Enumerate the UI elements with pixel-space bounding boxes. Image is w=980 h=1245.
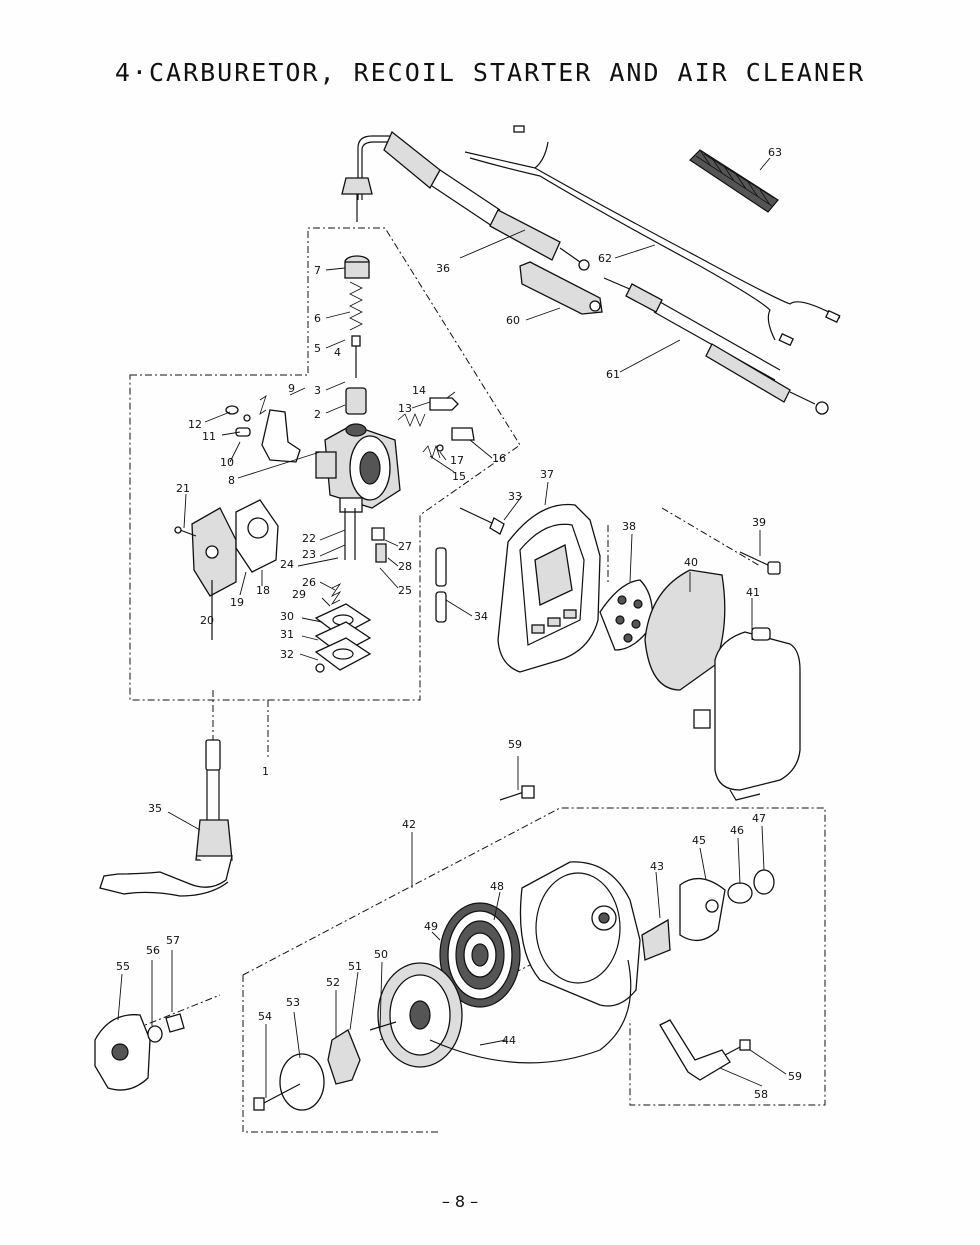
callout-41: 41	[746, 586, 760, 599]
callout-51: 51	[348, 960, 362, 973]
recoil-starter-frame	[242, 807, 826, 1133]
callout-24: 24	[280, 558, 294, 571]
callout-20: 20	[200, 614, 214, 627]
callout-8: 8	[228, 474, 235, 487]
callout-45: 45	[692, 834, 706, 847]
callout-6: 6	[314, 312, 321, 325]
callout-14: 14	[412, 384, 426, 397]
callout-9: 9	[288, 382, 295, 395]
air-cleaner-case	[497, 503, 601, 673]
throttle-lever	[519, 261, 603, 315]
choke-lever-group	[225, 395, 301, 463]
callout-29: 29	[292, 588, 306, 601]
leader-lines	[117, 157, 787, 1098]
callout-49: 49	[424, 920, 438, 933]
callout-3: 3	[314, 384, 321, 397]
recoil-spring	[439, 902, 521, 1008]
callout-16: 16	[492, 452, 506, 465]
callout-28: 28	[398, 560, 412, 573]
callout-21: 21	[176, 482, 190, 495]
air-cleaner-frame	[607, 507, 761, 585]
fuel-pump-cover	[174, 499, 279, 640]
air-filter-element	[644, 569, 726, 691]
callout-50: 50	[374, 948, 388, 961]
callout-62: 62	[598, 252, 612, 265]
page-number: – 8 –	[441, 1192, 479, 1211]
starter-pulley	[641, 869, 775, 961]
callout-7: 7	[314, 264, 321, 277]
callout-2: 2	[314, 408, 321, 421]
callout-33: 33	[508, 490, 522, 503]
callout-55: 55	[116, 960, 130, 973]
callout-15: 15	[452, 470, 466, 483]
callout-23: 23	[302, 548, 316, 561]
callout-10: 10	[220, 456, 234, 469]
throttle-cable	[341, 130, 590, 271]
choke-cable	[603, 277, 829, 415]
air-cleaner-bolt	[739, 551, 781, 575]
callout-34: 34	[474, 610, 488, 623]
air-cleaner-plate	[599, 579, 654, 651]
callout-30: 30	[280, 610, 294, 623]
callout-31: 31	[280, 628, 294, 641]
callout-46: 46	[730, 824, 744, 837]
callout-1: 1	[262, 765, 269, 778]
callout-22: 22	[302, 532, 316, 545]
callout-11: 11	[202, 430, 216, 443]
carburetor-gaskets-and-jets	[314, 507, 505, 673]
part-callouts: 1 2 3 4 5 6 7 8 9 10 11 12 13 14 15 16 1…	[116, 146, 802, 1101]
callout-58: 58	[754, 1088, 768, 1101]
starter-case	[519, 861, 641, 1007]
callout-19: 19	[230, 596, 244, 609]
callout-53: 53	[286, 996, 300, 1009]
throttle-valve-stack	[344, 255, 370, 437]
callout-35: 35	[148, 802, 162, 815]
callout-56: 56	[146, 944, 160, 957]
callout-37: 37	[540, 468, 554, 481]
callout-54: 54	[258, 1010, 272, 1023]
callout-39: 39	[752, 516, 766, 529]
callout-32: 32	[280, 648, 294, 661]
callout-27: 27	[398, 540, 412, 553]
carburetor-assembly-frame	[129, 227, 521, 701]
callout-36: 36	[436, 262, 450, 275]
callout-63: 63	[768, 146, 782, 159]
starter-bolt-59	[499, 785, 535, 801]
air-cleaner-cover	[693, 627, 801, 801]
callout-5: 5	[314, 342, 321, 355]
callout-59-bolt-top: 59	[508, 738, 522, 751]
diagram-title: 4·CARBURETOR, RECOIL STARTER AND AIR CLE…	[114, 58, 866, 87]
starter-handle-bracket	[659, 1019, 751, 1081]
callout-25: 25	[398, 584, 412, 597]
callout-57: 57	[166, 934, 180, 947]
callout-17: 17	[450, 454, 464, 467]
callout-43: 43	[650, 860, 664, 873]
callout-60: 60	[506, 314, 520, 327]
callout-44: 44	[502, 1034, 516, 1047]
callout-4: 4	[334, 346, 341, 359]
fuel-hose	[99, 739, 233, 897]
callout-52: 52	[326, 976, 340, 989]
starter-pawl-and-plate	[253, 1021, 397, 1111]
stop-switch-wire	[464, 125, 841, 347]
cable-spring	[689, 149, 779, 213]
callout-38: 38	[622, 520, 636, 533]
callout-61: 61	[606, 368, 620, 381]
clutch-plate	[94, 1013, 185, 1091]
callout-48: 48	[490, 880, 504, 893]
callout-18: 18	[256, 584, 270, 597]
callout-40: 40	[684, 556, 698, 569]
callout-12: 12	[188, 418, 202, 431]
rope-reel	[377, 959, 632, 1068]
callout-42: 42	[402, 818, 416, 831]
callout-13: 13	[398, 402, 412, 415]
callout-47: 47	[752, 812, 766, 825]
carburetor-body	[315, 424, 401, 560]
callout-26: 26	[302, 576, 316, 589]
idle-adjust-screws	[397, 397, 475, 460]
callout-59-bolt-bottom: 59	[788, 1070, 802, 1083]
